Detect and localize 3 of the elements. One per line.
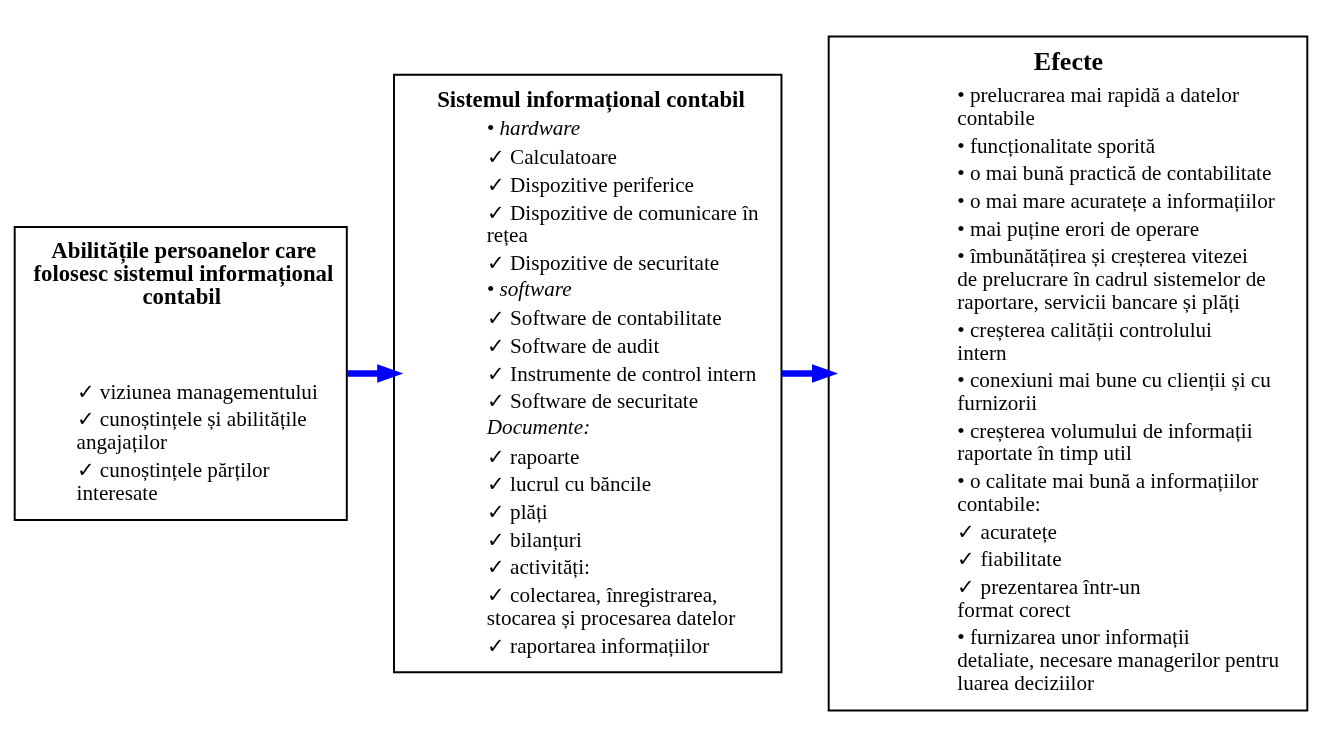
node-box: Sistemul informațional contabil • hardware ✓ Calculatoare ✓ Dispozitive periferice ✓ Dispozitive de comunicare în rețea ✓ Dispozitive de securitate • software ✓ Software de contabilitate ✓ Software de audit ✓ Instrumente de control intern ✓ Software de securitate Documente: ✓ rapoarte ✓ lucrul cu băncile ✓ plăți ✓ bilanțuri ✓ activități: ✓ colectarea, înregistrarea, stocarea și procesarea datelor ✓ raportarea informațiilor [393,73,783,674]
node-box: Efecte • prelucrarea mai rapidă a datelor contabile • funcționalitate sporită • o mai bună practică de contabilitate • o mai mare acuratețe a informațiilor • mai puține erori de operare • îmbunătățirea și creșterea vitezei de prelucrare în cadrul sistemelor de raportare, servicii bancare și plăți • creșterea calității controlului intern • conexiuni mai bune cu clienții și cu furnizorii • creșterea volumului de informații raportate în timp util • o calitate mai bună a informațiilor contabile: ✓ acuratețe ✓ fiabilitate ✓ prezentarea într-un format corect • furnizarea unor informații detaliate, necesare managerilor pentru luarea deciziilor [827,35,1309,712]
node-box: Abilitățile persoanelor care folosesc sistemul informațional contabil ✓ viziunea managementului ✓ cunoștințele și abilitățile angajaților ✓ cunoștințele părților interesate [13,226,348,521]
